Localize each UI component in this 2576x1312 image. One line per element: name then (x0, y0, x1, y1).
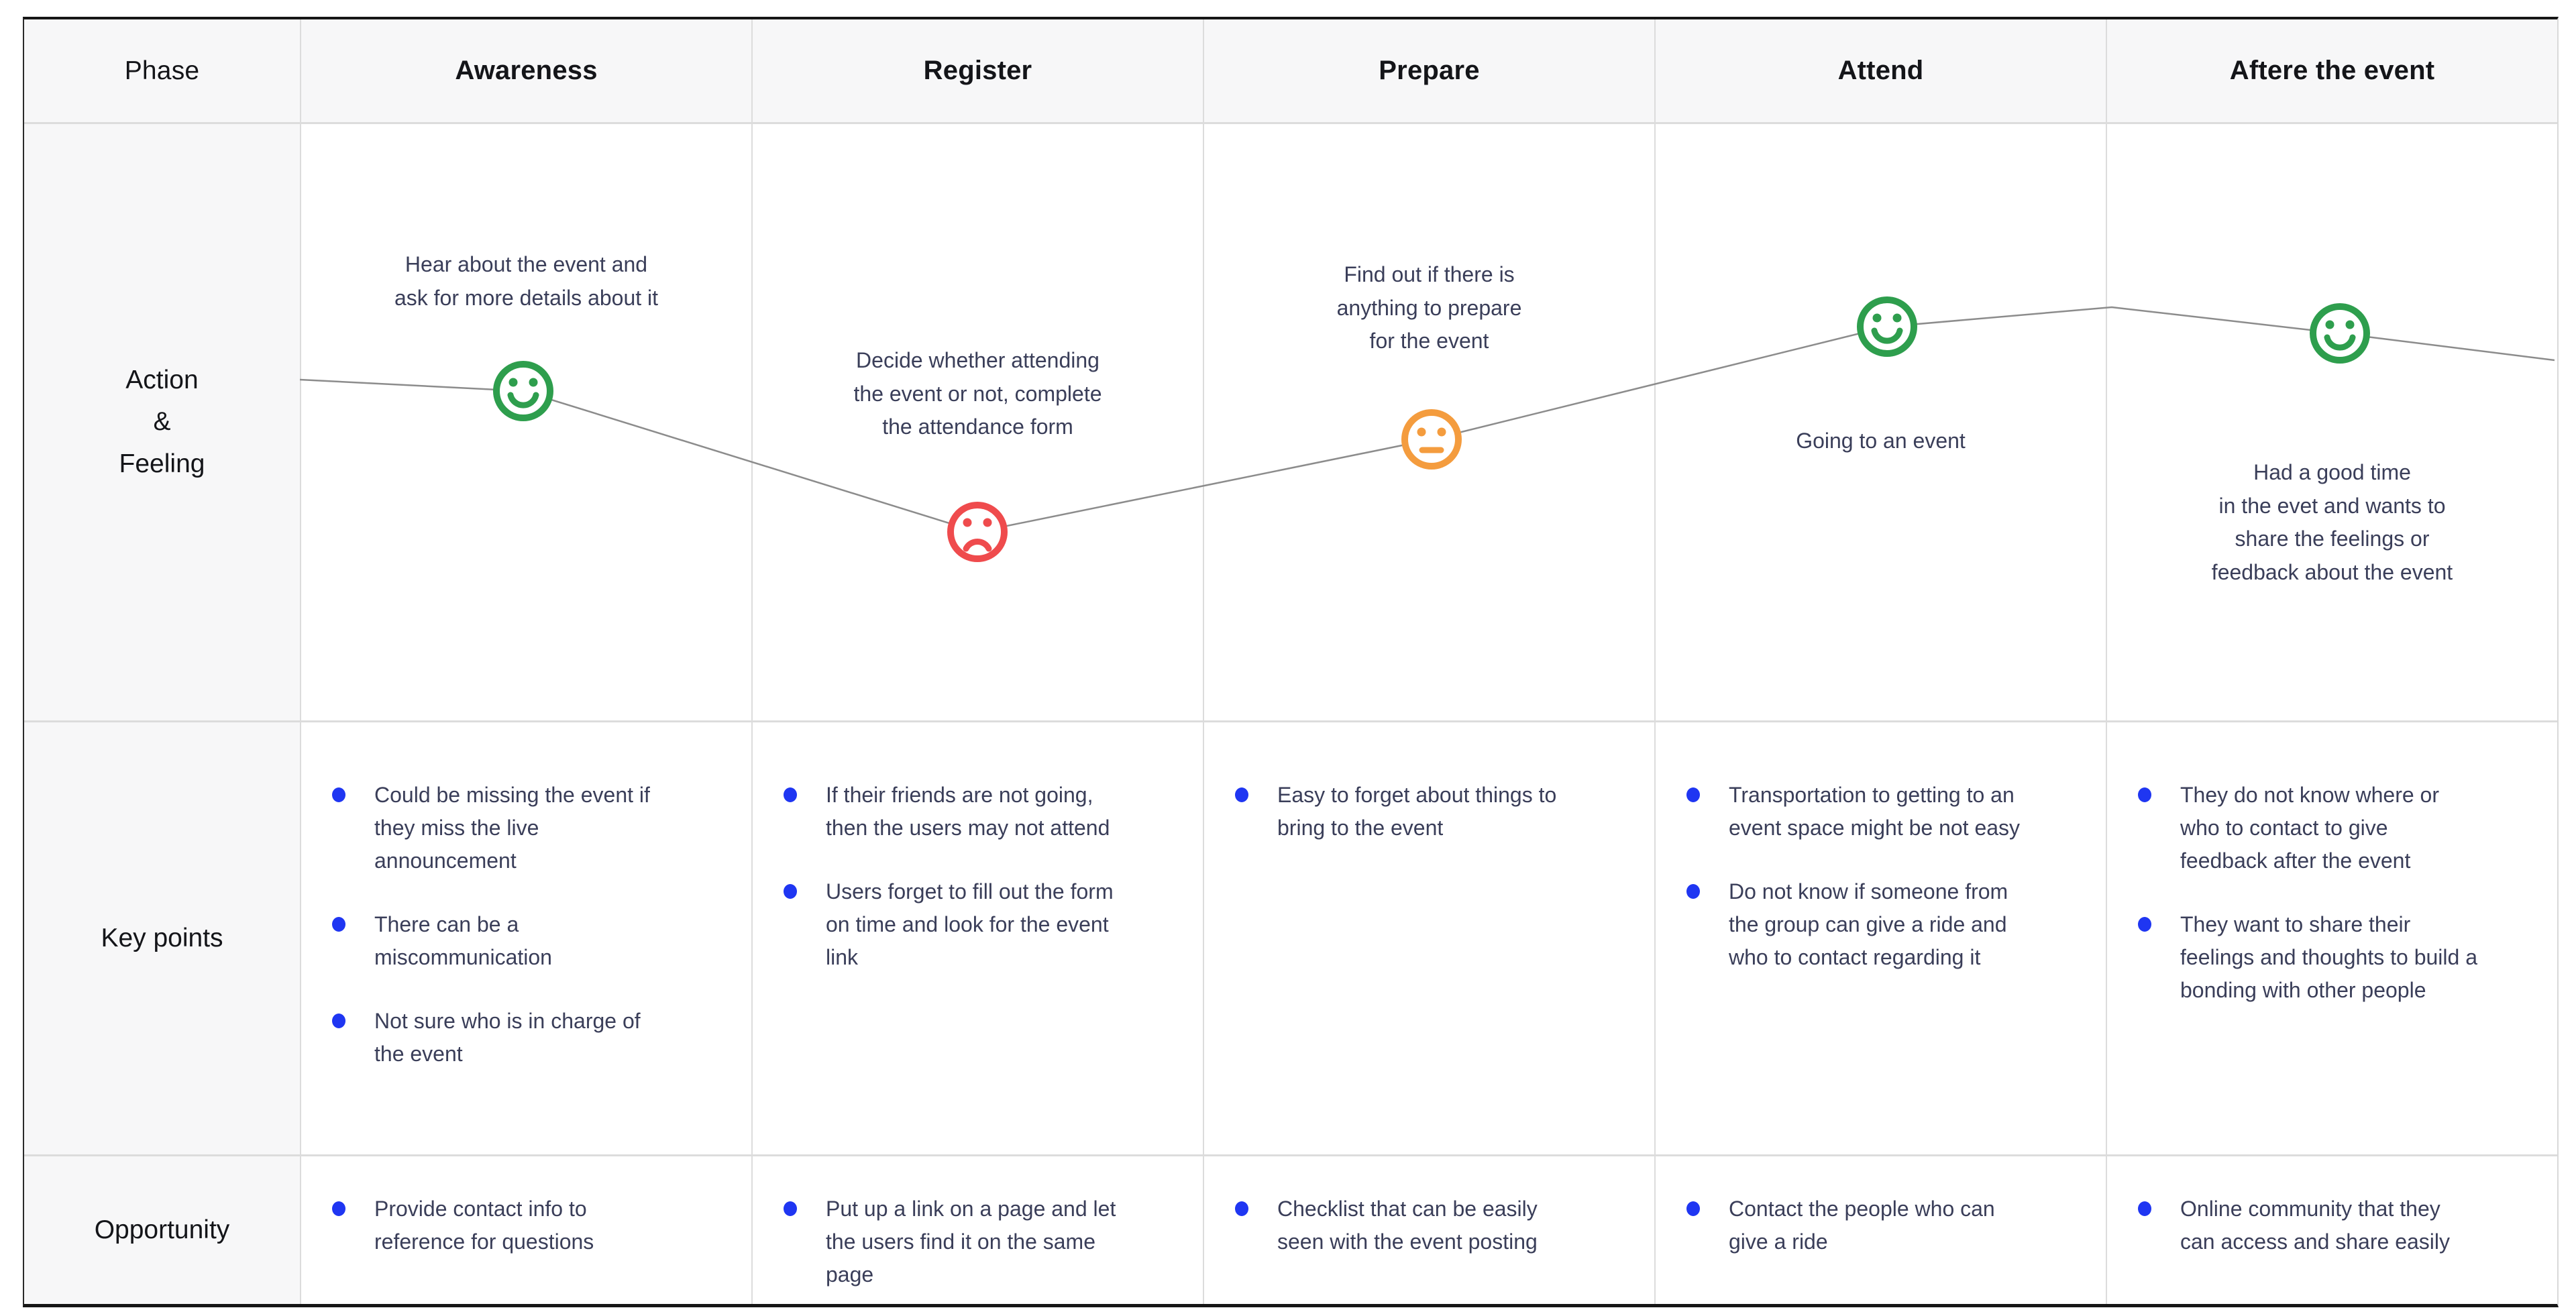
list-item: They do not know where or who to contact… (2138, 779, 2557, 877)
list-item: Users forget to fill out the form on tim… (784, 875, 1203, 974)
bullet-icon (784, 883, 797, 899)
keypoints-cell-register: If their friends are not going, then the… (751, 720, 1203, 1154)
list-item: Put up a link on a page and let the user… (784, 1193, 1203, 1291)
action-text: Decide whether attending the event or no… (853, 348, 1102, 439)
bullet-icon (784, 1201, 797, 1216)
action-text: Going to an event (1796, 429, 1966, 453)
row-label-action-feeling: Action & Feeling (24, 122, 300, 720)
row-label-key-points: Key points (24, 720, 300, 1154)
list-item: Do not know if someone from the group ca… (1686, 875, 2106, 974)
action-text: Find out if there is anything to prepare… (1336, 262, 1522, 353)
bullet-icon (1686, 883, 1700, 899)
action-cell-prepare: Find out if there is anything to prepare… (1203, 122, 1654, 720)
phase-label: Phase (124, 56, 200, 85)
bullet-icon (332, 787, 345, 802)
bullet-icon (1235, 787, 1248, 802)
list-item: They want to share their feelings and th… (2138, 908, 2557, 1007)
header-attend: Attend (1654, 19, 2106, 122)
list-item: Provide contact info to reference for qu… (332, 1193, 751, 1258)
header-prepare: Prepare (1203, 19, 1654, 122)
list-item: Online community that they can access an… (2138, 1193, 2557, 1258)
action-cell-awareness: Hear about the event and ask for more de… (300, 122, 751, 720)
list-item: Could be missing the event if they miss … (332, 779, 751, 877)
action-text: Hear about the event and ask for more de… (394, 252, 659, 310)
journey-map-table: Phase Awareness Register Prepare Attend … (23, 17, 2559, 1307)
action-text: Had a good time in the evet and wants to… (2211, 460, 2453, 584)
bullet-icon (332, 1201, 345, 1216)
list-item: If their friends are not going, then the… (784, 779, 1203, 844)
opportunity-cell-prepare: Checklist that can be easily seen with t… (1203, 1154, 1654, 1304)
bullet-icon (332, 1013, 345, 1028)
opportunity-cell-after-event: Online community that they can access an… (2106, 1154, 2557, 1304)
header-after-event: Aftere the event (2106, 19, 2557, 122)
header-phase: Phase (24, 19, 300, 122)
list-item: Contact the people who can give a ride (1686, 1193, 2106, 1258)
row-label-opportunity: Opportunity (24, 1154, 300, 1304)
list-item: Not sure who is in charge of the event (332, 1005, 751, 1071)
header-register: Register (751, 19, 1203, 122)
bullet-icon (1686, 1201, 1700, 1216)
list-item: There can be a miscommunication (332, 908, 751, 974)
bullet-icon (1235, 1201, 1248, 1216)
opportunity-cell-register: Put up a link on a page and let the user… (751, 1154, 1203, 1304)
keypoints-cell-after-event: They do not know where or who to contact… (2106, 720, 2557, 1154)
bullet-icon (1686, 787, 1700, 802)
action-cell-after-event: Had a good time in the evet and wants to… (2106, 122, 2557, 720)
bullet-icon (332, 916, 345, 932)
bullet-icon (2138, 787, 2151, 802)
action-cell-attend: Going to an event (1654, 122, 2106, 720)
keypoints-cell-attend: Transportation to getting to an event sp… (1654, 720, 2106, 1154)
opportunity-cell-attend: Contact the people who can give a ride (1654, 1154, 2106, 1304)
header-awareness: Awareness (300, 19, 751, 122)
opportunity-cell-awareness: Provide contact info to reference for qu… (300, 1154, 751, 1304)
list-item: Easy to forget about things to bring to … (1235, 779, 1654, 844)
list-item: Transportation to getting to an event sp… (1686, 779, 2106, 844)
bullet-icon (2138, 916, 2151, 932)
bullet-icon (2138, 1201, 2151, 1216)
list-item: Checklist that can be easily seen with t… (1235, 1193, 1654, 1258)
keypoints-cell-prepare: Easy to forget about things to bring to … (1203, 720, 1654, 1154)
bullet-icon (784, 787, 797, 802)
action-cell-register: Decide whether attending the event or no… (751, 122, 1203, 720)
keypoints-cell-awareness: Could be missing the event if they miss … (300, 720, 751, 1154)
